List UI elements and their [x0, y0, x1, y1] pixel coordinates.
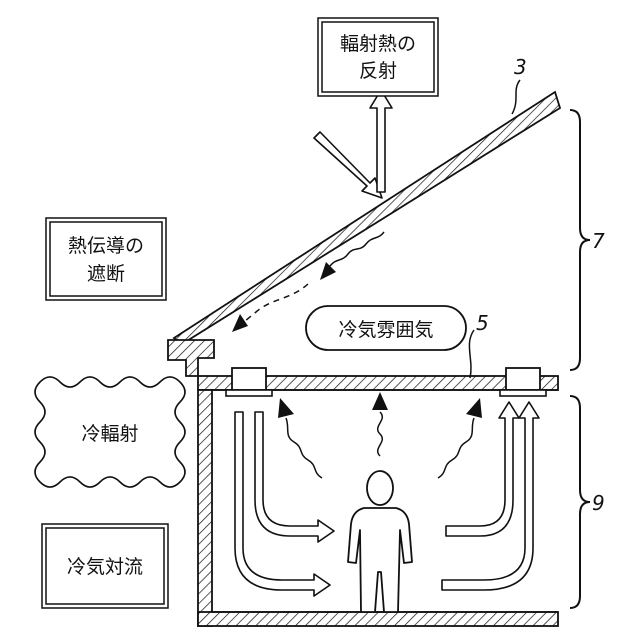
cold-radiation-text: 冷輻射 [81, 423, 138, 445]
ceiling-unit-right [500, 368, 546, 396]
convection-arrow-left-inner [255, 412, 334, 542]
ref-roof-number: 3 [514, 55, 527, 79]
ref-roof: 3 [512, 55, 527, 114]
cold-radiation-wavy-right [438, 398, 482, 478]
ref-upper-space-brace: 7 [570, 110, 605, 370]
ref-upper-space-number: 7 [592, 229, 605, 253]
ref-ceiling-number: 5 [476, 311, 489, 335]
cold-atmosphere-text: 冷気雰囲気 [338, 319, 433, 341]
cold-convection-box: 冷気対流 [42, 524, 168, 608]
convection-arrow-right-inner [446, 402, 519, 536]
radiant-reflection-text-2: 反射 [359, 60, 397, 82]
radiant-reflection-box: 輻射熱の 反射 [318, 18, 438, 96]
reflected-heat-arrow [370, 90, 392, 192]
heat-conduction-box: 熱伝導の 遮断 [46, 218, 166, 300]
cold-radiation-box: 冷輻射 [35, 377, 185, 487]
eave [168, 340, 214, 376]
heat-conduction-text-2: 遮断 [87, 263, 125, 285]
radiant-reflection-text-1: 輻射熱の [340, 33, 416, 55]
cold-convection-text: 冷気対流 [67, 556, 143, 578]
ref-ceiling: 5 [469, 311, 488, 378]
person-figure [348, 471, 412, 612]
ref-room-brace: 9 [570, 396, 605, 608]
incoming-heat-arrow [314, 132, 382, 198]
convection-arrow-right-outer [442, 402, 539, 590]
heat-conduction-text-1: 熱伝導の [68, 235, 144, 257]
ceiling-unit-left [226, 368, 272, 396]
ref-room-number: 9 [592, 491, 605, 515]
cold-radiation-wavy-center [372, 392, 388, 456]
cold-radiation-wavy-left [278, 398, 322, 478]
blocked-conduction-dashed-arrow [232, 284, 308, 332]
cold-atmosphere-box: 冷気雰囲気 [306, 306, 466, 350]
convection-arrow-left-outer [235, 412, 330, 596]
